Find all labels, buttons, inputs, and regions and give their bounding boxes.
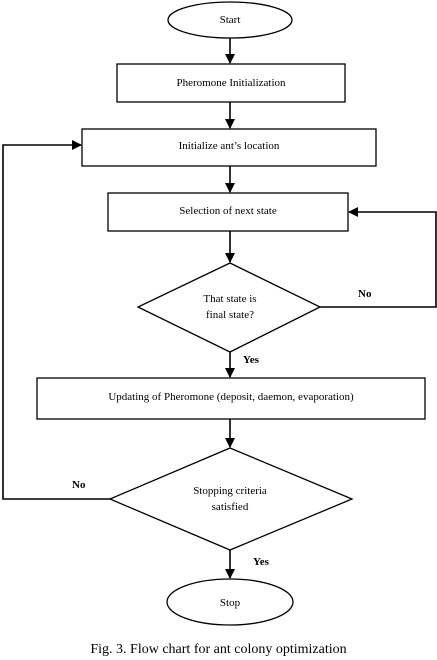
next-state-label: Selection of next state [179, 205, 277, 217]
stop-label: Stop [219, 597, 241, 609]
final-state-label-line1: That state is [203, 293, 257, 305]
figure-caption: Fig. 3. Flow chart for ant colony optimi… [90, 642, 347, 657]
stopping-criteria-label-line2: satisfied [211, 501, 249, 513]
stopping-criteria-decision [108, 447, 354, 551]
arrow-final-no-loop [320, 207, 437, 308]
stopping-criteria-label-line1: Stopping criteria [193, 485, 267, 497]
next-state-box [107, 192, 349, 232]
update-pheromone-box [36, 377, 426, 420]
stop-terminal [166, 578, 294, 626]
pheromone-init-label: Pheromone Initialization [176, 77, 286, 89]
final-state-label-line2: final state? [206, 309, 254, 321]
init-location-box [81, 128, 377, 167]
stopping-yes-label: Yes [253, 556, 269, 568]
final-state-yes-label: Yes [243, 354, 259, 366]
final-state-no-label: No [358, 288, 372, 300]
arrow-stopping-no-loop [2, 140, 110, 500]
pheromone-init-box [116, 63, 346, 103]
update-pheromone-label: Updating of Pheromone (deposit, daemon, … [108, 391, 354, 403]
stopping-no-label: No [72, 479, 86, 491]
init-location-label: Initialize ant’s location [178, 140, 280, 152]
start-label: Start [219, 14, 241, 26]
